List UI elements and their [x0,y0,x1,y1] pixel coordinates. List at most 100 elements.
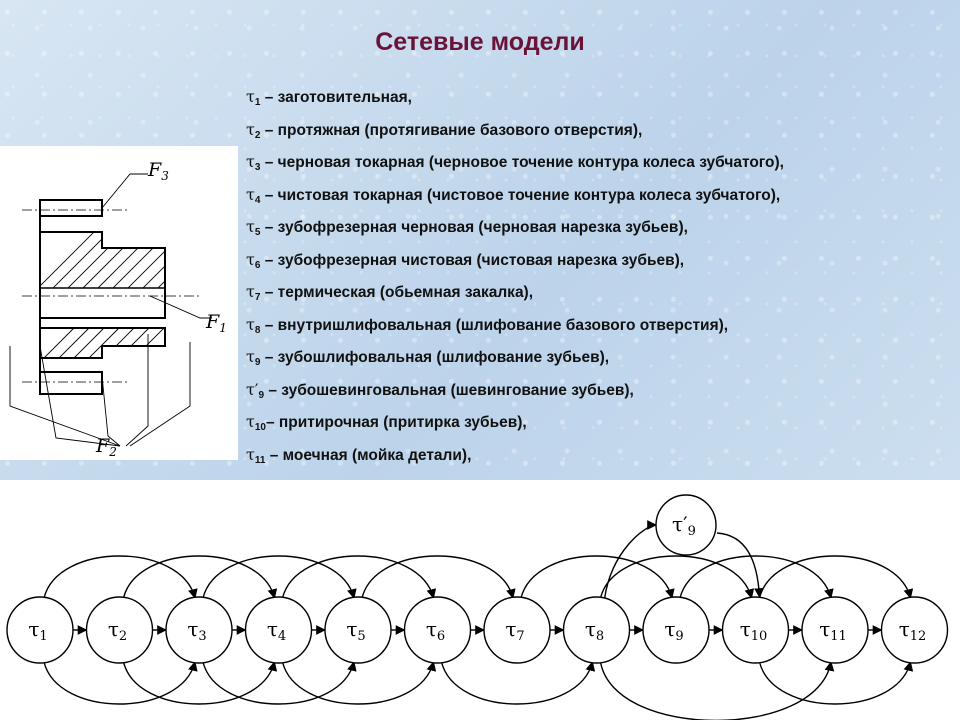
operation-symbol: τ [246,412,255,431]
operation-symbol: τ [246,184,255,204]
node-circle [801,596,869,664]
edge-arrow [202,661,357,705]
f2-label: F2 [95,435,117,459]
operation-index: 5 [254,227,261,238]
operation-text: – зубошевинговальная (шевингование зубье… [264,381,634,399]
node-symbol: τ [740,617,751,641]
node-circle [324,596,392,664]
operation-index: 3 [254,162,261,173]
edge-arrow [716,532,764,598]
f1-label: F1 [205,311,227,335]
node-index: 4 [278,629,286,644]
operation-index: 11 [254,454,266,466]
hub-top-rect [39,199,103,217]
network-node: τ8 [562,596,631,664]
node-label: τ6 [426,617,445,644]
edge-arrow [361,555,516,599]
edge-arrow [122,661,278,705]
node-label: τ10 [740,617,768,644]
network-node: τ2 [85,596,154,664]
node-symbol: τ [28,617,39,641]
edge-arrow [43,555,198,599]
f3-label-sub: 3 [161,169,169,183]
node-circle [642,596,710,664]
node-circle [655,494,717,556]
node-label: τ9 [664,617,683,644]
operation-item: τ3 – черновая токарная (черновое точение… [246,151,784,184]
node-index: 8 [596,629,604,644]
node-label: τ4 [267,617,286,644]
node-label: τ12 [899,617,927,644]
network-node: τ11 [801,596,869,664]
operations-list: τ1 – заготовительная,τ2 – протяжная (про… [246,86,784,509]
node-label: τ8 [585,617,604,644]
operation-index: 6 [254,259,261,271]
operation-symbol: τ [246,119,255,139]
network-node: τ6 [403,596,472,664]
node-index: 12 [910,629,927,644]
node-symbol: τ [664,617,675,641]
node-label: τ11 [819,617,847,644]
operation-symbol: τ [246,249,255,269]
operation-item: τ7 – термическая (обьемная закалка), [246,281,784,314]
operation-symbol: τ [246,347,255,366]
edge-arrow [202,555,357,599]
f3-label: F3 [147,159,169,183]
f2-label-main: F [95,435,110,457]
network-node: τ3 [165,596,233,664]
operation-index: 9 [258,389,265,401]
rim-outline [40,231,166,319]
operation-index: 10 [254,422,266,433]
node-circle [244,596,313,664]
network-node: τ12 [880,596,949,664]
network-node: τ1 [6,596,74,664]
node-circle [483,596,551,664]
node-label: τ1 [28,617,47,644]
edge-arrow [520,555,675,599]
node-circle [721,596,790,664]
network-node: τ7 [483,596,551,664]
node-symbol: τ [187,617,198,641]
node-index: 2 [119,629,127,644]
node-circle [6,596,74,664]
node-circle [165,596,233,664]
operation-item: τ5 – зубофрезерная черновая (черновая на… [246,216,784,249]
operation-index: 9 [254,357,261,368]
operation-symbol: τ [246,152,255,171]
operation-text: – притирочная (притирка зубьев), [265,414,527,431]
node-circle [562,596,631,664]
edge-arrow [758,555,914,599]
operation-index: 8 [254,324,261,336]
operation-text: – зубофрезерная черновая (черновая нарез… [260,219,688,236]
node-symbol: τ′ [672,512,688,536]
operation-item: τ1 – заготовительная, [246,86,784,119]
operation-text: – чистовая токарная (чистовое точение ко… [260,186,781,204]
edge-arrow [440,661,596,705]
operation-text: – термическая (обьемная закалка), [260,284,534,301]
operation-symbol: τ [246,87,255,106]
node-index: 1 [39,629,47,644]
operation-text: – заготовительная, [260,89,412,106]
node-index: 6 [437,629,445,644]
operation-item: τ6 – зубофрезерная чистовая (чистовая на… [246,249,784,282]
node-index: 11 [830,629,847,644]
operation-text: – внутришлифовальная (шлифование базовог… [260,316,729,334]
network-node-alt: τ′9 [655,494,717,556]
node-symbol: τ [585,617,596,641]
node-index: 10 [751,629,768,644]
network-node: τ9 [642,596,710,664]
edge-arrow [603,520,657,600]
gear-part-drawing: F3 F1 F2 [0,146,238,460]
edge-arrow [679,555,834,599]
operation-index: 2 [254,129,261,141]
hub-bottom-rect [39,371,103,395]
f1-label-sub: 1 [219,321,227,335]
network-node: τ10 [721,596,790,664]
operation-text: – зубошлифовальная (шлифование зубьев), [260,349,610,366]
operation-symbol: τ′ [246,379,259,399]
f2-label-sub: 2 [108,445,117,459]
f3-label-main: F [147,159,162,181]
operation-text: – моечная (мойка детали), [265,446,472,464]
